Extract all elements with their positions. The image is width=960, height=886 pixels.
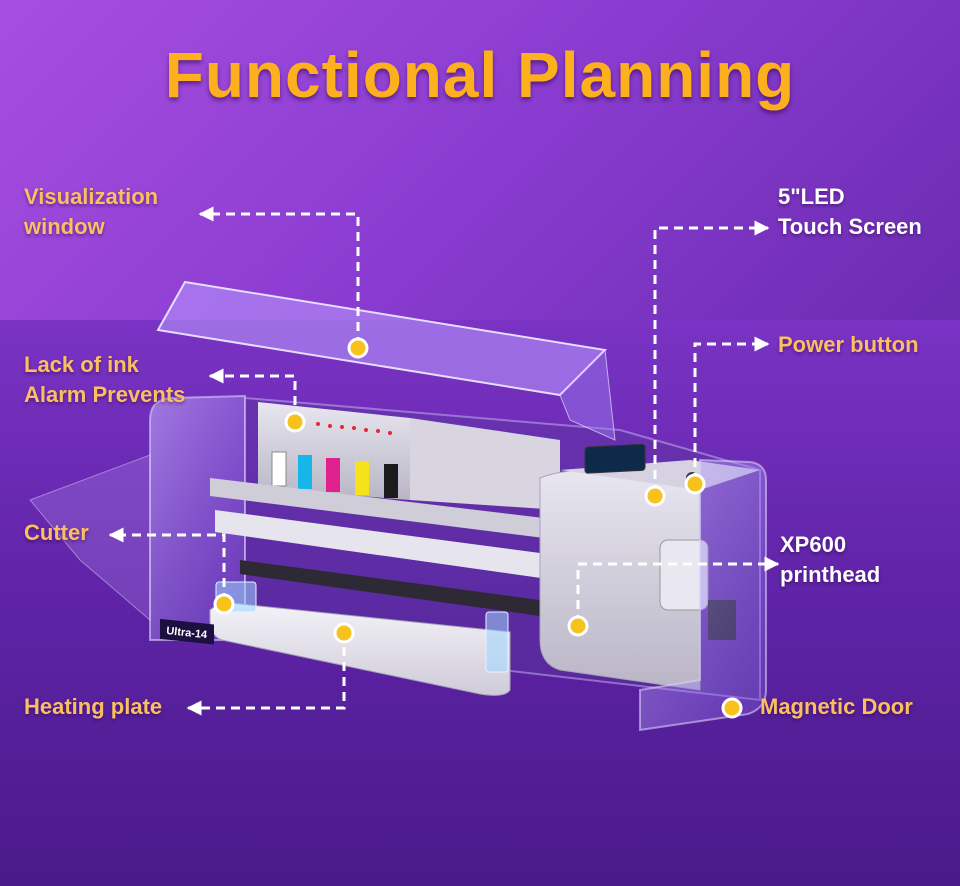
leader-printhead [576, 556, 780, 624]
right-glass-casing [639, 458, 767, 732]
cutter-block-right [485, 611, 509, 673]
label-printhead: XP600 printhead [780, 532, 881, 587]
marker-magnetic-door [721, 697, 743, 719]
marker-printhead [567, 615, 589, 637]
label-power-button: Power button [778, 332, 919, 357]
visualization-window-lid [156, 280, 608, 397]
ink-cartridge-white [271, 451, 287, 487]
markers [213, 337, 743, 719]
label-touch-screen: 5"LED Touch Screen [778, 184, 922, 239]
marker-cutter [213, 593, 235, 615]
label-heating-plate: Heating plate [24, 694, 163, 719]
marker-visualization [347, 337, 369, 359]
leader-cutter [108, 527, 226, 602]
rear-panel [410, 418, 560, 510]
leader-power [693, 336, 770, 482]
leader-lines [108, 206, 780, 716]
left-glass-flap [29, 454, 151, 622]
page-title: Functional Planning [164, 39, 796, 111]
ink-indicator-lights [316, 422, 392, 435]
touch-screen-display [584, 443, 646, 474]
label-cutter: Cutter [24, 520, 89, 545]
ink-cartridge-yellow [355, 461, 369, 495]
leader-heating [186, 632, 346, 716]
lid-front-edge [559, 348, 616, 441]
marker-touch-screen [644, 485, 666, 507]
marker-ink-alarm [284, 411, 306, 433]
model-badge-text: Ultra-14 [166, 625, 209, 641]
ink-cartridge-magenta [326, 458, 340, 492]
top-rail [210, 478, 560, 540]
model-badge-bg [160, 618, 214, 645]
marker-power [684, 473, 706, 495]
ink-cartridge-black [384, 464, 398, 498]
label-magnetic-door: Magnetic Door [760, 694, 913, 719]
marker-heating [333, 622, 355, 644]
label-lack-of-ink: Lack of ink Alarm Prevents [24, 352, 186, 407]
mid-rail [215, 510, 555, 580]
roller-bar [240, 560, 540, 616]
ink-cartridge-cyan [298, 455, 312, 489]
label-visualization-window: Visualization window [24, 184, 159, 239]
